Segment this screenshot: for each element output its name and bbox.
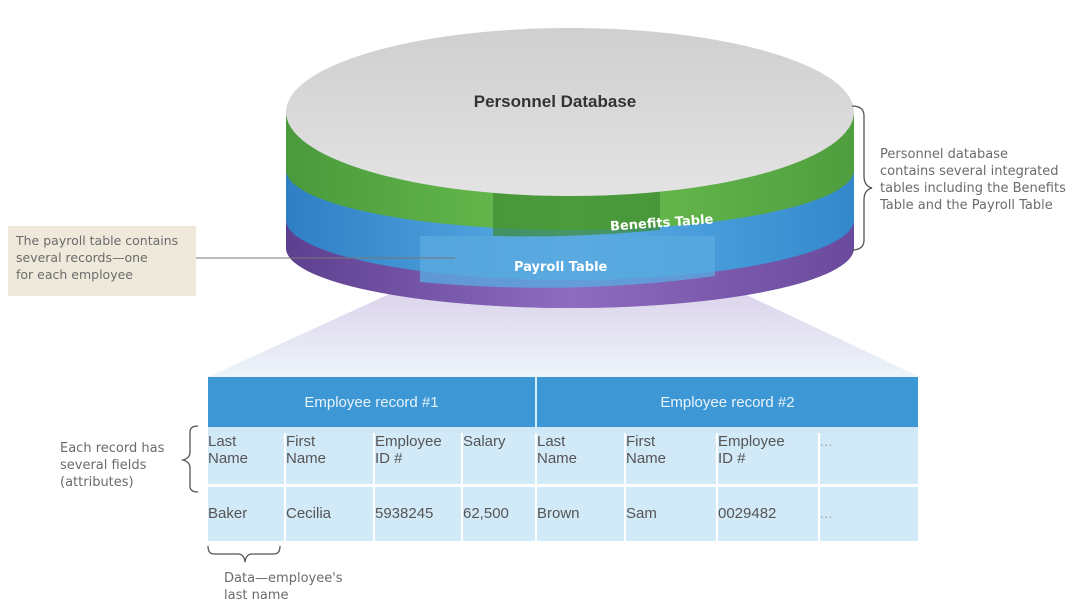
fields-brace [180, 425, 199, 493]
fields-note-line: Each record has [60, 441, 165, 456]
value-cell: 5938245 [374, 483, 463, 541]
data-brace [207, 545, 281, 563]
database-brace [851, 105, 873, 251]
field-name-cell: ... [819, 433, 918, 485]
table-separator [208, 427, 918, 433]
database-title: Personnel Database [473, 92, 637, 111]
payroll-note: The payroll table contains several recor… [8, 226, 196, 296]
record-header: Employee record #2 [536, 377, 918, 427]
data-note-line: Data—employee's [224, 571, 343, 586]
data-note-line: last name [224, 588, 289, 603]
payroll-note-line: several records—one [16, 250, 148, 265]
fields-note: Each record has several fields (attribut… [60, 440, 164, 491]
value-cell: Sam [625, 483, 718, 541]
record-header: Employee record #1 [208, 377, 537, 427]
database-note-line: contains several integrated [880, 164, 1059, 179]
payroll-highlight [420, 236, 715, 288]
fields-note-line: several fields [60, 458, 147, 473]
value-cell: Cecilia [285, 483, 375, 541]
payroll-note-line: for each employee [16, 267, 133, 282]
database-note-line: Personnel database [880, 147, 1008, 162]
value-cell: ... [819, 483, 918, 541]
fields-note-line: (attributes) [60, 475, 134, 490]
database-note-line: Table and the Payroll Table [880, 198, 1053, 213]
benefits-highlight [493, 190, 660, 237]
value-cell: 62,500 [462, 483, 537, 541]
value-cell: Baker [208, 483, 286, 541]
projection-fan [208, 280, 920, 377]
value-cell: Brown [536, 483, 626, 541]
data-note: Data—employee's last name [224, 570, 343, 604]
disk-top [286, 28, 854, 196]
value-cell: 0029482 [717, 483, 820, 541]
field-name-cell: Salary [462, 433, 537, 485]
payroll-note-line: The payroll table contains [16, 233, 179, 248]
employee-records-table: Employee record #1 Employee record #2 La… [208, 377, 918, 541]
database-note-line: tables including the Benefits [880, 181, 1066, 196]
field-values-row: Baker Cecilia 5938245 62,500 Brown Sam 0… [208, 483, 918, 541]
payroll-table-label: Payroll Table [514, 260, 608, 275]
database-note: Personnel database contains several inte… [880, 146, 1066, 214]
